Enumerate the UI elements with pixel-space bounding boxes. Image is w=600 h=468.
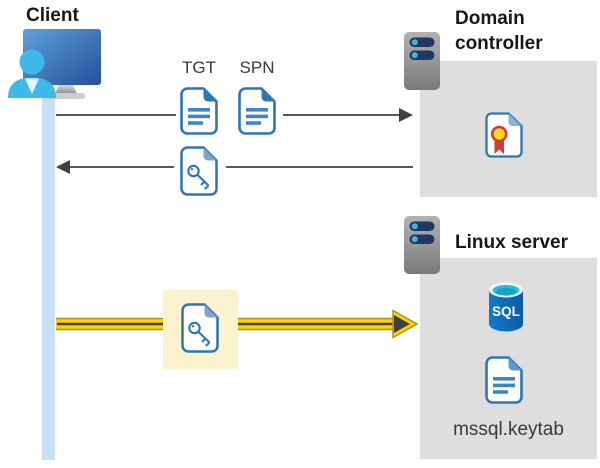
key-glyph: [188, 321, 211, 347]
monitor-stand: [55, 85, 77, 94]
monitor-icon: [23, 29, 101, 85]
key-document-icon-returned: [180, 146, 218, 196]
client-workstation-icon: [2, 25, 102, 100]
sql-database-icon: SQL: [487, 280, 525, 334]
sql-badge-text: SQL: [492, 304, 520, 319]
client-to-dc-arrow: [56, 108, 413, 122]
dc-to-client-arrow: [56, 160, 413, 174]
keytab-file-label: mssql.keytab: [453, 419, 564, 440]
client-timeline-bar: [42, 90, 55, 460]
domain-controller-server-icon: [404, 32, 440, 90]
client-label: Client: [26, 5, 79, 26]
key-glyph: [187, 164, 210, 190]
keytab-document-icon: [485, 356, 523, 404]
ribbon: [494, 138, 504, 154]
tgt-document-icon: [180, 87, 218, 135]
linux-server-label: Linux server: [455, 232, 568, 253]
seal: [490, 125, 508, 143]
user-icon: [8, 49, 56, 98]
spn-label: SPN: [239, 58, 275, 77]
linux-server-server-icon: [404, 216, 440, 274]
key-document-icon-presented: [181, 303, 219, 353]
certificate-icon: [485, 112, 523, 158]
domain-controller-label: Domain controller: [455, 8, 543, 54]
tgt-label: TGT: [182, 58, 216, 77]
spn-document-icon: [238, 87, 276, 135]
